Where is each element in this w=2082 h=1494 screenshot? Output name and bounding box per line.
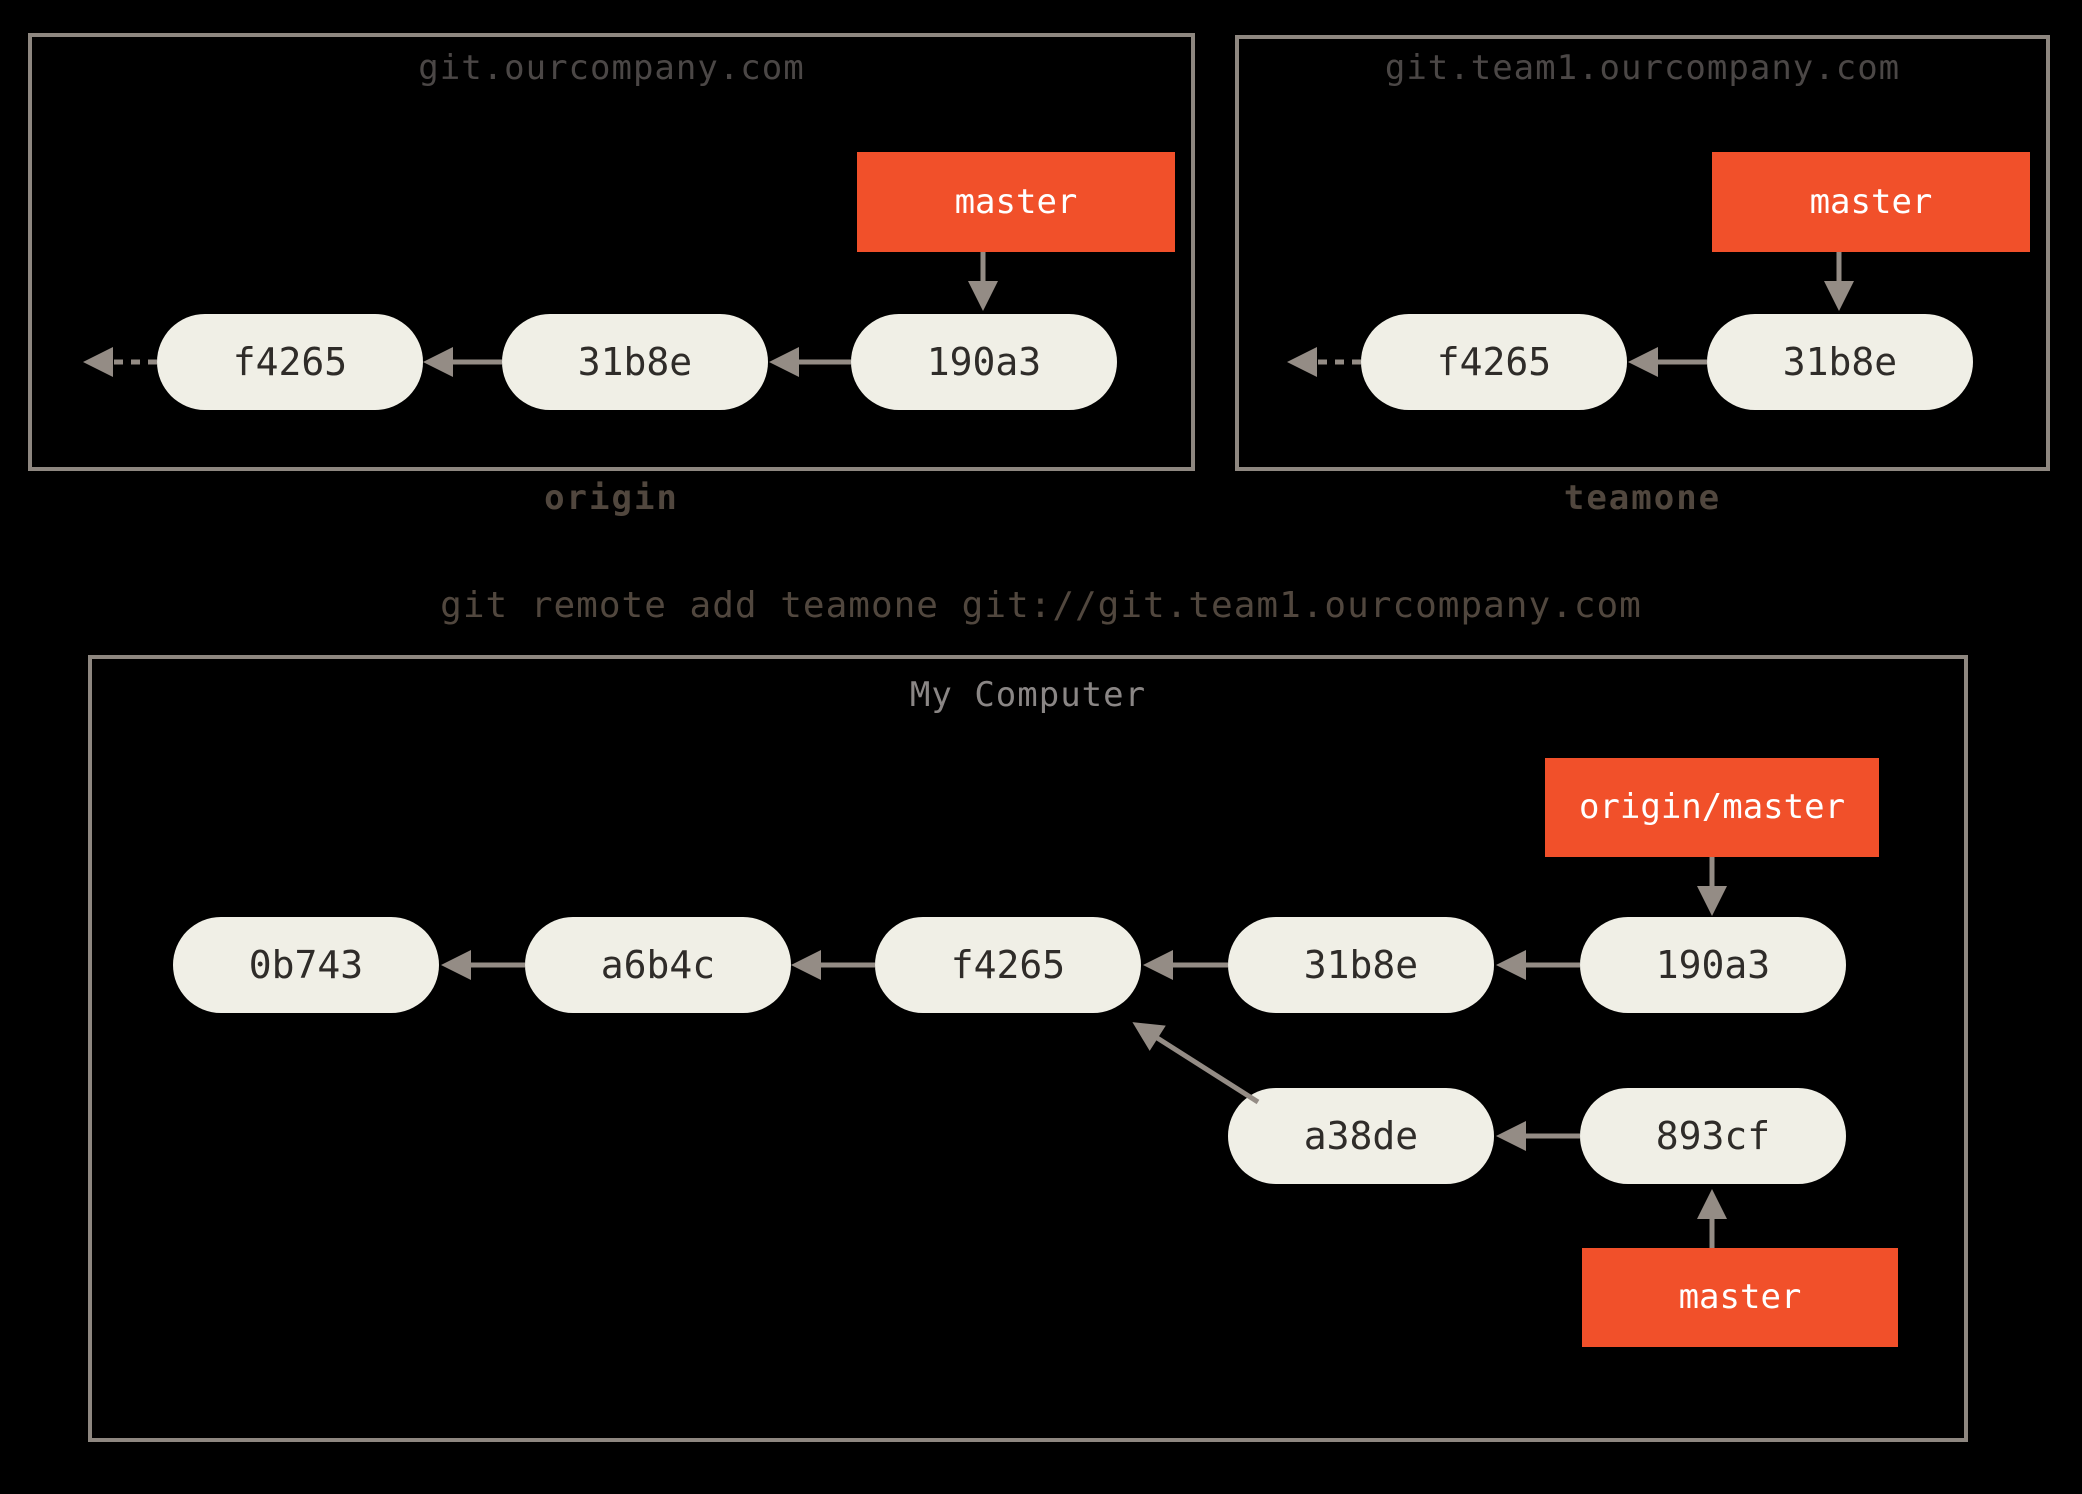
branch-label-origin-slash-master: origin/master <box>1545 758 1879 857</box>
commit-local-190a3: 190a3 <box>1580 917 1846 1013</box>
local-title: My Computer <box>909 675 1147 715</box>
local-box-my-computer <box>88 655 1968 1442</box>
commit-local-893cf: 893cf <box>1580 1088 1846 1184</box>
commit-origin-190a3: 190a3 <box>851 314 1117 410</box>
remote-caption-origin: origin <box>544 478 679 518</box>
commit-local-a38de: a38de <box>1228 1088 1494 1184</box>
remote-box-teamone <box>1235 35 2050 471</box>
commit-origin-31b8e: 31b8e <box>502 314 768 410</box>
remote-host-teamone: git.team1.ourcompany.com <box>1384 48 1901 88</box>
remote-caption-teamone: teamone <box>1563 478 1722 518</box>
branch-label-teamone-master: master <box>1712 152 2030 252</box>
remote-box-origin <box>28 33 1195 471</box>
commit-local-f4265: f4265 <box>875 917 1141 1013</box>
branch-label-origin-master: master <box>857 152 1175 252</box>
remote-host-origin: git.ourcompany.com <box>418 48 805 88</box>
commit-teamone-31b8e: 31b8e <box>1707 314 1973 410</box>
git-command-text: git remote add teamone git://git.team1.o… <box>440 585 1642 626</box>
branch-label-local-master: master <box>1582 1248 1898 1347</box>
commit-local-a6b4c: a6b4c <box>525 917 791 1013</box>
commit-local-31b8e: 31b8e <box>1228 917 1494 1013</box>
commit-teamone-f4265: f4265 <box>1361 314 1627 410</box>
commit-origin-f4265: f4265 <box>157 314 423 410</box>
commit-local-0b743: 0b743 <box>173 917 439 1013</box>
